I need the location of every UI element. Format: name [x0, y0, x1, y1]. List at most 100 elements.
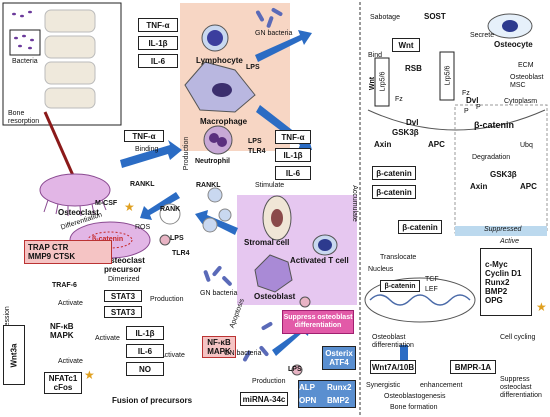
ctsk-label: CTSK — [53, 252, 76, 261]
gsk3b-label: GSK3β — [392, 128, 419, 137]
bcat-box-3: β-catenin — [398, 220, 442, 234]
suppress-box: Suppress osteoblast differentiation — [282, 310, 354, 334]
star-icon: ★ — [124, 200, 135, 214]
stimulate-label: Stimulate — [255, 182, 285, 189]
rankl-label: RANKL — [196, 182, 221, 189]
wnt-box: Wnt — [392, 38, 420, 52]
bacteria-dots — [12, 10, 34, 50]
ctr-label: CTR — [52, 243, 69, 252]
osterix-box: Osterix ATF4 — [322, 346, 356, 370]
macrophage-nucleus — [212, 83, 232, 97]
ob-diff-label: Osteoblast differentiation — [372, 334, 414, 349]
sabotage-label: Sabotage — [370, 14, 400, 21]
nucleus-label: Nucleus — [368, 266, 394, 273]
mirna-box: miRNA-34c — [240, 392, 288, 406]
enzyme-box: TRAP CTR MMP9 CTSK — [24, 240, 112, 264]
tlr4-label: TLR4 — [248, 148, 266, 155]
bcat-p-label: β-catenin — [474, 120, 514, 130]
bcat-nuclear-box: β-catenin — [380, 280, 420, 292]
il1b-top-box: IL-1β — [138, 36, 178, 50]
sost-label: SOST — [424, 12, 446, 21]
fz-label: Fz — [395, 96, 403, 103]
fusion-label: Fusion of precursors — [112, 396, 193, 405]
osterix-label: Osterix — [325, 349, 353, 358]
bind-label: Bind — [368, 52, 383, 59]
rsb-label: RSB — [405, 64, 422, 73]
tnf-box: TNF-α — [138, 18, 178, 32]
secrete-label: Secrete — [470, 32, 495, 39]
suppressed-bar — [455, 226, 547, 236]
activate-label-2: Activate — [58, 358, 83, 365]
activate-label-4: Activate — [160, 352, 185, 359]
apc2-label: APC — [520, 182, 537, 191]
fz2-label: Fz — [462, 90, 470, 97]
cytoplasm-label: Cytoplasm — [504, 98, 538, 105]
lps2-label: LPS — [248, 138, 262, 145]
rank-label: RANK — [160, 206, 181, 213]
bmpr-box: BMPR-1A — [450, 360, 496, 374]
tlr4-mid-label: TLR4 — [172, 250, 190, 257]
il6-box: IL-6 — [126, 344, 164, 358]
gsk3b2-label: GSK3β — [490, 170, 517, 179]
osteocyte-label: Osteocyte — [494, 40, 533, 49]
bone-illustration — [44, 9, 96, 109]
axin-label: Axin — [374, 140, 392, 149]
osteoblast-msc-label: Osteoblast MSC — [510, 74, 544, 89]
cfos-label: cFos — [53, 383, 73, 392]
lps-mid-label: LPS — [170, 235, 184, 242]
stat3-box-2: STAT3 — [104, 306, 142, 318]
suppress-ob-label: Suppress osteoclast differentiation — [500, 376, 542, 399]
il62-box: IL-6 — [275, 166, 311, 180]
lrp-label: Lrp5/6 — [379, 71, 387, 92]
synergistic-label: Synergistic — [366, 382, 401, 389]
wnt-rec-label: Wnt — [369, 76, 377, 91]
macrophage-label: Macrophage — [200, 117, 248, 126]
lps3-label: LPS — [288, 366, 302, 373]
apc-label: APC — [428, 140, 445, 149]
p2-label: P — [476, 104, 481, 111]
nfkb-mapk-label: NF-κB MAPK — [50, 322, 74, 340]
ubq-label: Ubq — [520, 142, 533, 149]
alp-label: ALP — [299, 383, 315, 392]
production3-label: Production — [252, 378, 286, 385]
bmp2-label: BMP2 — [327, 396, 350, 405]
bmp2r-label: BMP2 — [485, 286, 508, 296]
tnf-left-box: TNF-α — [124, 130, 164, 142]
lrp-receptor-right — [439, 51, 455, 101]
activated-t-label: Activated T cell — [290, 256, 349, 265]
no-box: NO — [126, 362, 164, 376]
traf6-label: TRAF-6 — [52, 282, 77, 289]
rank-receptor — [159, 203, 181, 225]
lymphocyte-nucleus — [207, 30, 223, 46]
bone-formation-label: Bone formation — [390, 404, 438, 411]
bacteria-label: Bacteria — [12, 58, 38, 65]
cmyc-label: c-Myc — [485, 259, 508, 269]
atf4-label: ATF4 — [329, 358, 349, 367]
nfatc1-label: NFATc1 — [48, 374, 78, 383]
enhancement-label: enhancement — [420, 382, 463, 389]
lymphocyte-label: Lymphocyte — [196, 56, 243, 65]
osteoblast-cell — [254, 254, 293, 293]
wnt7a-box: Wnt7A/10B — [370, 360, 416, 374]
opg-label: OPG — [485, 295, 503, 305]
mcsf-label: M-CSF — [95, 200, 118, 207]
cell-membrane — [367, 109, 546, 131]
axin2-label: Axin — [470, 182, 488, 191]
connector-line — [43, 111, 77, 181]
accumulate-label: Accumulate — [350, 185, 358, 222]
osteoblast-label: Osteoblast — [254, 292, 296, 301]
osteoclast-label: Osteoclast — [58, 208, 99, 217]
gn-bacteria3-label: GN bacteria — [224, 350, 262, 357]
activate-label-3: Activate — [95, 335, 120, 342]
gn-bacteria-rods — [203, 8, 283, 362]
il6-top-box: IL-6 — [138, 54, 178, 68]
osteoblastogenesis-label: Osteoblastogenesis — [384, 393, 446, 400]
binding-label: Binding — [135, 146, 159, 153]
lef-label: LEF — [425, 286, 438, 293]
nucleus-shape — [364, 277, 476, 323]
bcat-box-1: β-catenin — [372, 166, 416, 180]
neutrophil-label: Neutrophil — [195, 158, 230, 165]
production-label: Production — [183, 136, 191, 171]
lps-label: LPS — [246, 64, 260, 71]
